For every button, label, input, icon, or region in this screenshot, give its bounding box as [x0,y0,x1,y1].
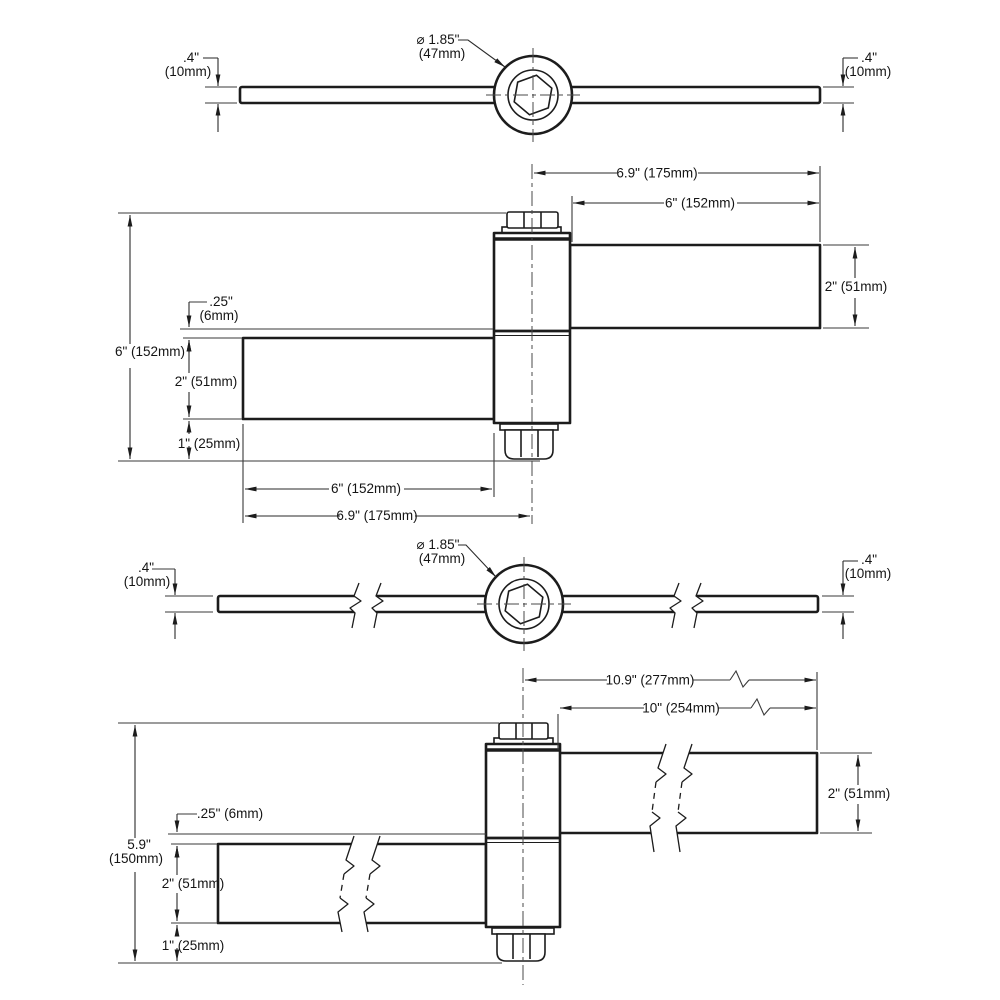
dim-label: 2" (51mm) [162,876,225,891]
dim-bottom-offset: 1" (25mm) [178,421,241,459]
break-gap [670,583,703,628]
dim-label: .25" (6mm) [197,806,263,821]
dim-thickness-left: .4" (10mm) [165,50,237,132]
dim-label: (10mm) [124,574,171,589]
dim-label: .4" [861,50,877,65]
bottom-hex-nut [504,429,554,460]
dim-leaf-gap: .25" (6mm) [180,294,493,353]
dim-left-leaf-width: 2" (51mm) [175,340,242,420]
dim-line-break [729,669,750,689]
break-line-dashed [651,781,657,813]
dim-label: .4" [138,560,154,575]
right-leaf [556,751,819,835]
break-line [669,582,682,629]
dim-right-leaf-width: 2" (51mm) [820,752,891,834]
dim-label: 1" (25mm) [178,436,241,451]
dim-label: 6" (152mm) [115,344,185,359]
dim-right-leaf-length: 6" (152mm) [573,196,819,211]
dim-label: (47mm) [419,551,466,566]
dim-label: 2" (51mm) [825,279,888,294]
top-view-short: .4" (10mm) ⌀ 1.85" (47mm) .4" (10mm) [165,32,891,142]
dim-line-break [750,697,771,717]
dim-label: 6" (152mm) [331,481,401,496]
dim-label: (10mm) [845,566,892,581]
front-view-long: 10.9" (277mm) 10" (254mm) 2" (51mm) 5.9"… [109,668,890,985]
dim-overall-height: 5.9" (150mm) [109,722,502,964]
dim-label: 5.9" [127,837,151,852]
dim-label: .4" [183,50,199,65]
dim-left-leaf-length: 6" (152mm) [242,424,495,523]
dim-label: 10.9" (277mm) [606,673,695,688]
left-leaf [241,336,496,421]
break-line [343,835,355,875]
dim-right-leaf-length: 10" (254mm) [560,697,816,717]
dim-label: .25" [209,294,233,309]
break-line [675,811,687,853]
break-line-dashed [365,873,371,899]
hex-nut-top-view [513,74,553,116]
break-line-dashed [677,781,683,813]
leader-line [458,39,506,68]
dim-overall-width-top: 6.9" (175mm) [534,166,821,242]
dim-label: 2" (51mm) [828,786,891,801]
dim-label: (150mm) [109,851,163,866]
dim-leaf-gap: .25" (6mm) [168,806,486,858]
break-line [369,835,381,875]
dim-label: 10" (254mm) [642,701,720,716]
break-line [363,897,375,933]
dim-label: (10mm) [165,64,212,79]
dim-overall-height: 6" (152mm) [115,212,540,462]
dim-label: (6mm) [200,308,239,323]
hex-nut-top-view [504,583,544,625]
dim-label: 6.9" (175mm) [336,508,417,523]
break-line [681,743,693,783]
top-view-long: .4" (10mm) ⌀ 1.85" (47mm) .4" (10mm) [124,537,891,651]
dim-label: ⌀ 1.85" [417,537,460,552]
break-line [691,582,704,629]
break-gap [650,744,692,852]
dim-label: (47mm) [419,46,466,61]
dim-bottom-offset: 1" (25mm) [162,925,225,961]
dim-label: 6" (152mm) [665,196,735,211]
dim-label: .4" [861,552,877,567]
bottom-hex-nut [496,933,546,962]
dim-barrel-diameter: ⌀ 1.85" (47mm) [417,537,497,578]
dim-label: 2" (51mm) [175,374,238,389]
dim-thickness-right: .4" (10mm) [823,50,891,132]
dim-right-leaf-width: 2" (51mm) [823,244,888,329]
break-line [349,582,362,629]
dim-label: (10mm) [845,64,892,79]
leader-line [458,544,497,578]
dim-label: 6.9" (175mm) [616,166,697,181]
right-leaf [568,243,822,330]
dim-left-leaf-width: 2" (51mm) [162,846,225,924]
break-gap [350,583,383,628]
break-line [371,582,384,629]
break-gap [338,836,380,932]
break-line-dashed [339,873,345,899]
break-line [649,811,661,853]
dim-label: ⌀ 1.85" [417,32,460,47]
bottom-washer [499,423,559,431]
dim-label: 1" (25mm) [162,938,225,953]
right-leaf-edge-view [568,85,822,105]
front-view-short: 6.9" (175mm) 6" (152mm) 2" (51mm) 6" (15… [115,164,887,524]
dim-overall-width-bottom: 6.9" (175mm) [245,508,530,523]
dim-barrel-diameter: ⌀ 1.85" (47mm) [417,32,506,68]
dim-overall-width-top: 10.9" (277mm) [525,669,818,750]
dim-thickness-right: .4" (10mm) [822,552,891,639]
dim-thickness-left: .4" (10mm) [124,560,213,639]
break-line [337,897,349,933]
break-line [655,743,667,783]
left-leaf-edge-view [238,85,498,105]
